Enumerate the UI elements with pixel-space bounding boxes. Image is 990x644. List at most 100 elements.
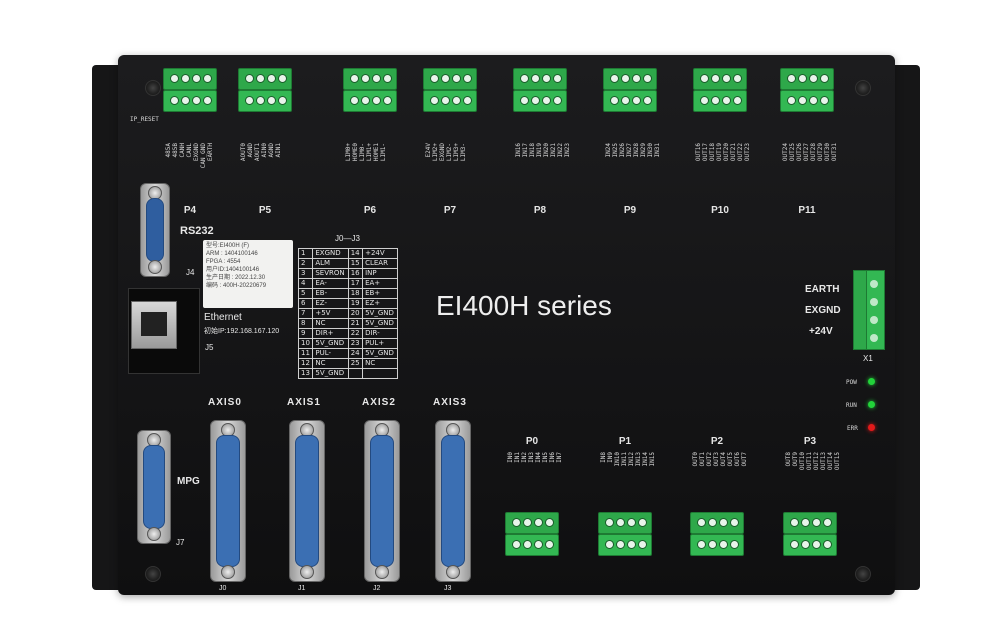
terminal-screw-icon [545,540,554,549]
terminal-screw-icon [245,74,254,83]
terminal-screw-icon [605,518,614,527]
led-label-run: RUN [846,402,857,409]
terminal-block-p7[interactable] [423,68,477,112]
terminal-block-p5[interactable] [238,68,292,112]
pin-label: IN1 [514,452,521,463]
terminal-block-p6[interactable] [343,68,397,112]
pin-table-cell: 5V_GND [312,368,349,379]
terminal-screw-icon [553,96,562,105]
sticker-line: 用户ID:1404100146 [206,267,260,273]
pin-table-cell: 9 [297,328,314,339]
terminal-screw-icon [820,96,829,105]
pin-label: 485B [172,143,179,158]
terminal-screw-icon [627,540,636,549]
axis0-db25-connector[interactable] [210,420,246,582]
terminal-screw-icon [812,518,821,527]
terminal-block-p8[interactable] [513,68,567,112]
terminal-screw-icon [697,540,706,549]
pin-label: OUT10 [799,452,806,471]
terminal-screw-icon [616,518,625,527]
axis1-db25-connector[interactable] [289,420,325,582]
pin-label: LIM0- [359,143,366,162]
pin-label: OUT6 [734,452,741,467]
terminal-screw-icon [545,518,554,527]
terminal-screw-icon [512,540,521,549]
pin-label: OUT22 [737,143,744,162]
terminal-block-p9[interactable] [603,68,657,112]
pin-label: IN11 [621,452,628,467]
mpg-db15-connector[interactable] [137,430,171,544]
pin-label: CANH [179,143,186,158]
axis3-db25-connector[interactable] [435,420,471,582]
pin-label: HOME0 [352,143,359,162]
power-terminal-x1[interactable] [853,270,885,350]
power-label-24v: +24V [809,326,833,337]
terminal-screw-icon [441,74,450,83]
port-label-p10: P10 [711,205,729,216]
pin-table-cell: EZ+ [362,298,398,309]
terminal-block-p4[interactable] [163,68,217,112]
terminal-screw-icon [523,540,532,549]
pin-table-cell: 11 [297,348,314,359]
pin-label: IN5 [542,452,549,463]
terminal-screw-icon [787,74,796,83]
pin-label: AGND [247,143,254,158]
pin-label: 485A [165,143,172,158]
pin-label: OUT16 [695,143,702,162]
axis-ref-0: J0 [219,585,227,592]
pin-label: OUT18 [709,143,716,162]
port-label-p11: P11 [798,205,816,216]
port-label-p9: P9 [623,205,637,216]
pin-table-cell: EA+ [362,278,398,289]
terminal-screw-icon [719,540,728,549]
terminal-screw-icon [823,518,832,527]
ethernet-rj45-port[interactable] [128,288,200,374]
pin-label: OUT24 [782,143,789,162]
terminal-block-p3[interactable] [783,512,837,556]
pin-table-cell: DIR+ [312,328,349,339]
terminal-block-p10[interactable] [693,68,747,112]
terminal-screw-icon [605,540,614,549]
terminal-screw-icon [203,74,212,83]
pin-table-cell: EB- [312,288,349,299]
pin-table-cell: 13 [297,368,314,379]
axis2-db25-connector[interactable] [364,420,400,582]
pin-label: CANL [186,143,193,158]
pin-table-cell: EXGND [312,248,349,259]
rs232-db9-connector[interactable] [140,183,170,277]
terminal-block-p0[interactable] [505,512,559,556]
pin-label: AOUT1 [254,143,261,162]
terminal-block-p1[interactable] [598,512,652,556]
pin-label: OUT28 [810,143,817,162]
terminal-screw-icon [452,74,461,83]
terminal-screw-icon [523,518,532,527]
terminal-block-p2[interactable] [690,512,744,556]
terminal-screw-icon [697,518,706,527]
pow-led-icon [868,378,875,385]
terminal-block-p11[interactable] [780,68,834,112]
pin-label: AIN1 [275,143,282,158]
terminal-screw-icon [520,96,529,105]
terminal-screw-icon [245,96,254,105]
pin-label: IN20 [543,143,550,158]
terminal-screw-icon [638,540,647,549]
pin-table-cell: EB+ [362,288,398,299]
pin-label: CAN_GND [200,143,207,169]
pin-label: IN23 [564,143,571,158]
pin-table-cell: 16 [347,268,364,279]
pin-label: OUT15 [834,452,841,471]
screw-icon [145,80,161,96]
pin-label: OUT29 [817,143,824,162]
port-label-p2: P2 [710,436,724,447]
terminal-screw-icon [722,96,731,105]
terminal-screw-icon [730,518,739,527]
terminal-screw-icon [700,96,709,105]
terminal-screw-icon [733,96,742,105]
